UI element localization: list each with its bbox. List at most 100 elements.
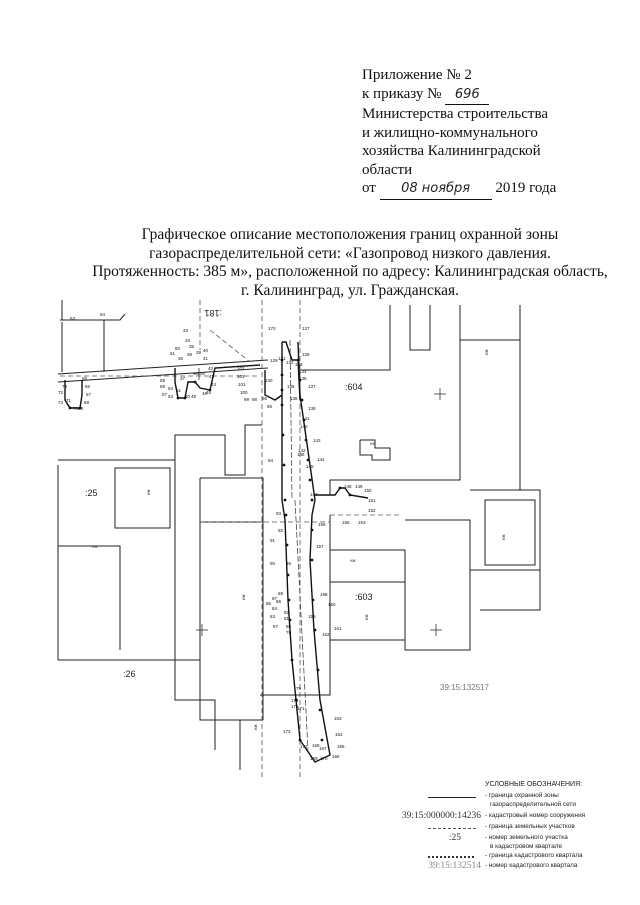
point-84: 84	[272, 606, 278, 611]
point-148: 148	[344, 484, 352, 489]
point-74: 74	[62, 384, 68, 389]
point-103: 103	[237, 374, 245, 379]
point-37: 37	[180, 376, 186, 381]
point-45: 45	[206, 390, 212, 395]
point-141: 141	[302, 416, 310, 421]
order-header: Приложение № 2 к приказу № 696 Министерс…	[362, 66, 622, 200]
point-173: 173	[283, 729, 291, 734]
parcel-boundaries	[60, 300, 400, 780]
zone-points-dots	[68, 358, 352, 742]
point-71: 71	[66, 398, 72, 403]
point-169: 169	[310, 756, 318, 761]
point-101: 101	[238, 382, 246, 387]
point-72: 72	[58, 390, 64, 395]
point-140: 140	[300, 424, 308, 429]
point-50: 50	[185, 394, 191, 399]
building-label: нж	[364, 615, 369, 621]
legend-zone-boundary-cont: газораспределительной сети	[490, 801, 576, 808]
point-70: 70	[73, 406, 79, 411]
point-156: 156	[318, 522, 326, 527]
point-170: 170	[320, 756, 328, 761]
ministry-line-2: и жилищно-коммунального	[362, 124, 538, 141]
point-133: 133	[295, 362, 303, 367]
point-90: 90	[270, 561, 276, 566]
building-label: нж	[501, 535, 506, 541]
legend-quarter-number: 39:15:132514 - номер кадастрового кварта…	[428, 861, 578, 871]
cadastral-map: :604 :25 :26 :603 :181 39:15:132517 нж н…	[57, 300, 541, 780]
map-legend: УСЛОВНЫЕ ОБОЗНАЧЕНИЯ: - граница охранной…	[388, 781, 640, 871]
point-149: 149	[355, 484, 363, 489]
point-35: 35	[189, 344, 195, 349]
legend-parcel-number-cont: в кадастровом квартале	[490, 843, 563, 850]
point-146: 146	[297, 452, 305, 457]
building-label: нж	[92, 544, 98, 549]
point-161: 161	[334, 626, 342, 631]
point-85: 85	[266, 601, 272, 606]
legend-parcel-number: :25 - номер земельного участка	[448, 833, 568, 843]
point-159: 159	[308, 614, 316, 619]
point-157: 157	[316, 544, 324, 549]
point-94: 94	[268, 458, 274, 463]
point-81: 81	[284, 616, 290, 621]
parcel-label-604: :604	[345, 382, 363, 392]
building-labels: нж нж нж нж нж нж нж нж нж	[92, 350, 506, 731]
legend-land-boundary: - граница земельных участков	[388, 822, 640, 834]
ministry-line-3: хозяйства Калининградской	[362, 143, 541, 159]
point-155: 155	[342, 520, 350, 525]
order-number: 696	[445, 86, 490, 105]
point-88: 88	[278, 591, 284, 596]
point-152: 152	[368, 508, 376, 513]
point-162: 162	[322, 632, 330, 637]
point-69: 69	[78, 406, 84, 411]
point-numbers: 63 64 33 34 35 36 38 39 40 41 42 43 44 4…	[58, 312, 376, 761]
point-131: 131	[278, 356, 286, 361]
point-57: 57	[162, 392, 168, 397]
point-59: 59	[160, 378, 166, 383]
point-58: 58	[160, 384, 166, 389]
building-label: нж	[241, 595, 246, 601]
point-65: 65	[82, 376, 88, 381]
title-line-1: Графическое описание местоположения гран…	[141, 226, 559, 243]
point-86: 86	[276, 599, 282, 604]
point-91: 91	[270, 538, 276, 543]
legend-dotted-line-symbol	[428, 856, 476, 858]
point-73: 73	[58, 400, 64, 405]
point-130: 130	[265, 378, 273, 383]
point-42: 42	[208, 366, 214, 371]
point-167: 167	[319, 746, 327, 751]
point-165: 165	[337, 744, 345, 749]
title-line-2: газораспределительной сети: «Газопровод …	[149, 244, 551, 262]
legend-dashed-line-symbol	[428, 828, 476, 829]
date-handwritten: 08 ноября	[379, 180, 492, 200]
date-line: от 08 ноября 2019 года	[362, 179, 622, 200]
point-145: 145	[306, 464, 314, 469]
point-168: 168	[312, 743, 320, 748]
point-46: 46	[202, 391, 208, 396]
point-128: 128	[302, 352, 310, 357]
building-label: нж	[484, 350, 489, 356]
point-79-lower: 79	[296, 686, 302, 691]
point-89: 89	[286, 561, 292, 566]
point-79: 79	[286, 630, 292, 635]
point-33: 33	[183, 328, 189, 333]
parcel-label-603: :603	[355, 592, 373, 602]
point-92: 92	[278, 528, 284, 533]
point-135: 135	[299, 376, 307, 381]
ministry-line-1: Министерства строительства	[362, 106, 549, 122]
point-54: 54	[168, 386, 174, 391]
point-64: 64	[100, 312, 106, 317]
building-label: нж	[370, 441, 376, 446]
point-44: 44	[211, 382, 217, 387]
point-144: 144	[317, 457, 325, 462]
point-53: 53	[168, 394, 174, 399]
point-153: 153	[358, 520, 366, 525]
legend-structure-number: 39:15:000000:14236 - кадастровый номер с…	[401, 811, 586, 821]
order-line: к приказу № 696	[362, 85, 622, 105]
point-63: 63	[70, 316, 76, 321]
point-139: 139	[308, 406, 316, 411]
point-129: 129	[270, 358, 278, 363]
point-96: 96	[262, 396, 268, 401]
point-136: 136	[287, 384, 295, 389]
point-80: 80	[286, 624, 292, 629]
point-39: 39	[196, 350, 202, 355]
